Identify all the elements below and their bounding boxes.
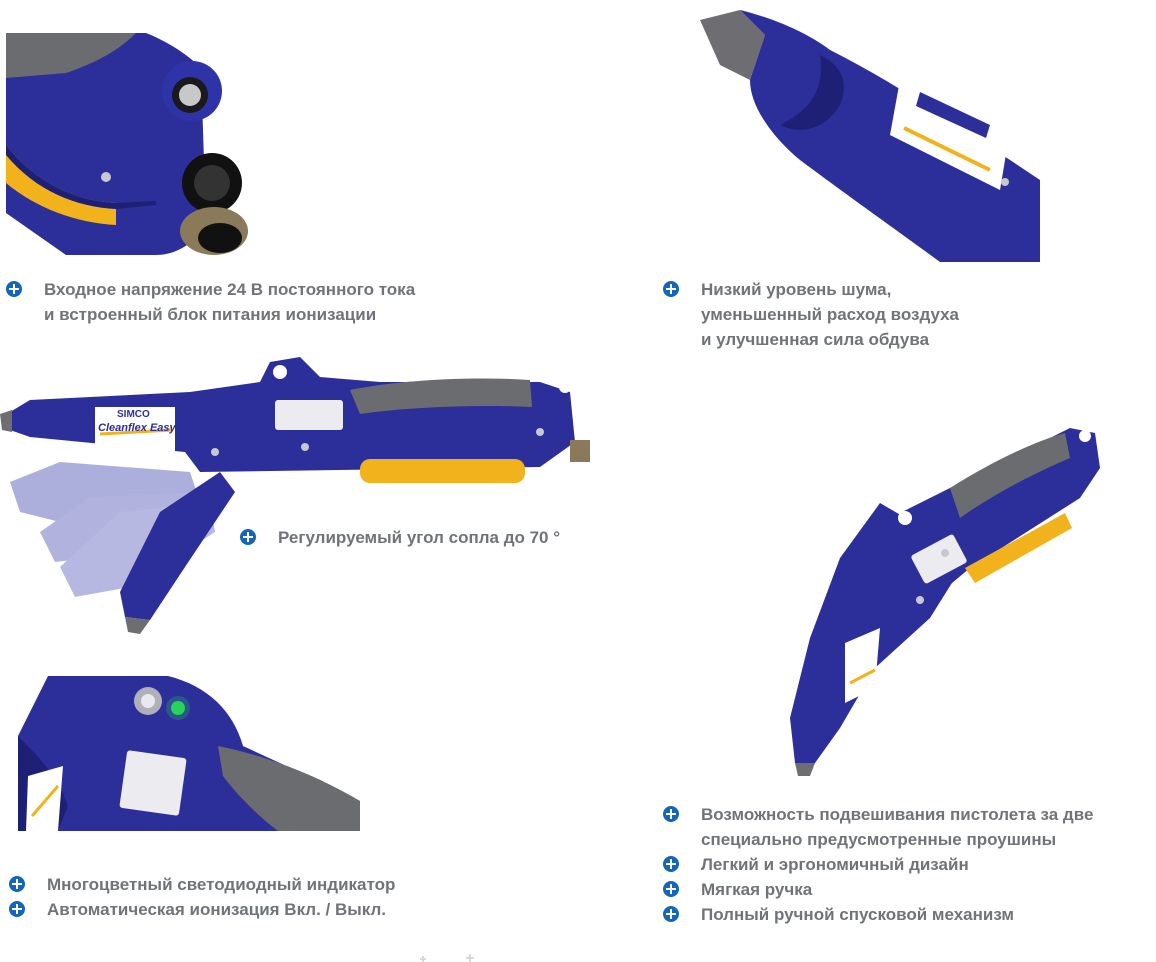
feature-text: Многоцветный светодиодный индикатор (47, 875, 396, 894)
plus-circle-icon (6, 281, 22, 297)
adjustable-nozzle-image: SIMCO Cleanflex Easy (0, 352, 600, 640)
feature-text: Низкий уровень шума, (701, 280, 892, 299)
plus-circle-icon (663, 881, 679, 897)
feature-led-auto: Многоцветный светодиодный индикатор Авто… (9, 872, 469, 922)
decorative-mark (415, 952, 485, 962)
feature-text: Полный ручной спусковой механизм (701, 905, 1014, 924)
plus-circle-icon (9, 876, 25, 892)
feature-text: Возможность подвешивания пистолета за дв… (701, 805, 1094, 824)
feature-noise: Низкий уровень шума, уменьшенный расход … (663, 277, 1103, 352)
plus-circle-icon (663, 856, 679, 872)
label-brand-text: SIMCO (117, 409, 150, 420)
label-model-text: Cleanflex Easy (98, 422, 176, 434)
feature-text: Входное напряжение 24 В постоянного тока (44, 280, 416, 299)
plus-circle-icon (240, 529, 256, 545)
feature-text: и встроенный блок питания ионизации (44, 305, 377, 324)
feature-list-right: Возможность подвешивания пистолета за дв… (663, 802, 1143, 927)
led-indicator-image (18, 676, 360, 831)
angled-gun-image (780, 418, 1110, 778)
feature-text: и улучшенная сила обдува (701, 330, 930, 349)
nozzle-closeup-image: SIMCO (690, 10, 1040, 262)
feature-text: Регулируемый угол сопла до 70 ° (278, 528, 561, 547)
plus-circle-icon (663, 806, 679, 822)
feature-text: Мягкая ручка (701, 880, 813, 899)
feature-angle: Регулируемый угол сопла до 70 ° (240, 525, 620, 550)
plus-circle-icon (663, 906, 679, 922)
feature-text: Автоматическая ионизация Вкл. / Выкл. (47, 900, 387, 919)
plus-circle-icon (663, 281, 679, 297)
feature-text: Легкий и эргономичный дизайн (701, 855, 969, 874)
feature-text: уменьшенный расход воздуха (701, 305, 960, 324)
feature-text: специально предусмотренные проушины (701, 830, 1057, 849)
feature-power: Входное напряжение 24 В постоянного тока… (6, 277, 506, 327)
connector-closeup-image (6, 33, 256, 261)
plus-circle-icon (9, 901, 25, 917)
